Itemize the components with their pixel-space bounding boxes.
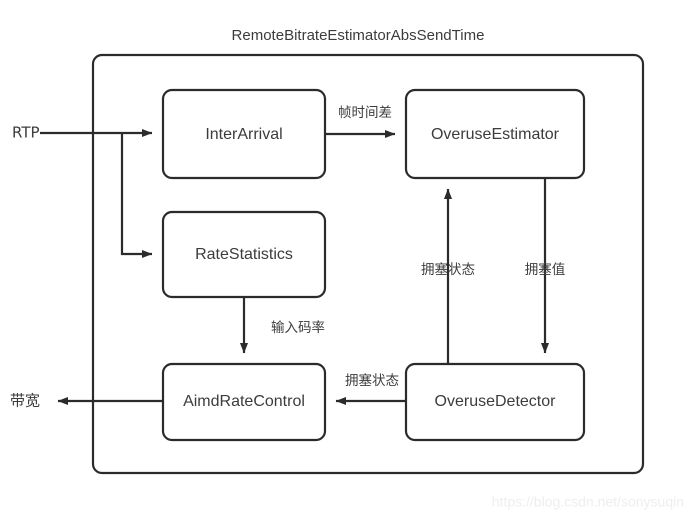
node-overuse-detector[interactable]: OveruseDetector: [404, 362, 586, 442]
node-box-inter-arrival[interactable]: [161, 88, 327, 180]
node-box-overuse-estimator[interactable]: [404, 88, 586, 180]
node-aimd-rate-control[interactable]: AimdRateControl: [161, 362, 327, 442]
node-overuse-estimator[interactable]: OveruseEstimator: [404, 88, 586, 180]
edge-rtp-to-ratestatistics: [120, 133, 153, 259]
node-box-overuse-detector[interactable]: [404, 362, 586, 442]
node-inter-arrival[interactable]: InterArrival: [161, 88, 327, 180]
output-label-bandwidth: 带宽: [10, 392, 40, 410]
edge-label-frame-time-delta: 帧时间差: [338, 105, 392, 121]
node-rate-statistics[interactable]: RateStatistics: [161, 210, 327, 299]
node-label-rate-statistics: RateStatistics: [195, 246, 293, 263]
node-box-rate-statistics[interactable]: [161, 210, 327, 299]
edge-label-congestion-state-left: 拥塞状态: [345, 372, 399, 389]
watermark: https://blog.csdn.net/sonysuqin: [492, 494, 684, 510]
edge-label-congestion-state-up: 拥塞状态: [421, 261, 475, 278]
input-label-rtp: RTP: [12, 124, 40, 142]
node-label-overuse-detector: OveruseDetector: [435, 393, 557, 410]
node-label-inter-arrival: InterArrival: [205, 126, 282, 143]
node-box-aimd-rate-control[interactable]: [161, 362, 327, 442]
node-label-overuse-estimator: OveruseEstimator: [431, 126, 560, 143]
edge-label-congestion-value: 拥塞值: [525, 261, 566, 278]
diagram-title: RemoteBitrateEstimatorAbsSendTime: [232, 27, 485, 44]
node-label-aimd-rate-control: AimdRateControl: [183, 393, 305, 410]
edge-label-input-bitrate: 输入码率: [271, 319, 325, 336]
container-box: [91, 53, 645, 475]
